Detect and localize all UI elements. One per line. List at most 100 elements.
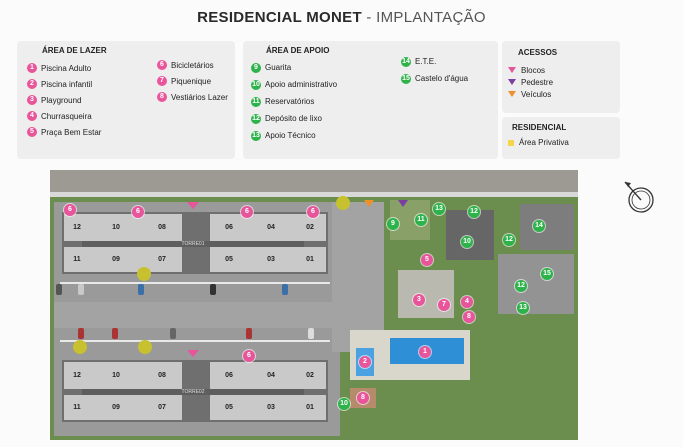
car [138, 284, 144, 295]
parking-line [60, 340, 330, 342]
legend-acessos-list: Blocos Pedestre Veículos [508, 64, 553, 100]
legend-item: 12 Depósito de lixo [251, 110, 337, 127]
support-building [446, 210, 494, 260]
car [210, 284, 216, 295]
map-pin-4: 4 [461, 296, 473, 308]
access-veiculos-icon [364, 200, 374, 207]
map-pin-11: 11 [415, 214, 427, 226]
map-pin-14: 14 [533, 220, 545, 232]
legend-lazer-title: ÁREA DE LAZER [42, 46, 107, 55]
ete-area [520, 204, 574, 250]
unit: 09 [90, 247, 142, 272]
unit: 11 [64, 247, 90, 272]
legend-number: 5 [27, 127, 37, 137]
unit: 06 [210, 362, 248, 389]
map-pin-6: 6 [243, 350, 255, 362]
map-pin-1: 1 [419, 346, 431, 358]
map-pin-13: 13 [433, 203, 445, 215]
unit: 07 [142, 395, 182, 420]
parking-line [60, 282, 330, 284]
unit: 10 [90, 362, 142, 389]
legend-number: 4 [27, 111, 37, 121]
car [282, 284, 288, 295]
car [170, 328, 176, 339]
legend-label: Apoio administrativo [265, 80, 338, 89]
legend-item: Blocos [508, 64, 553, 76]
legend-item: 2 Piscina infantil [27, 76, 101, 92]
legend-item: 5 Praça Bem Estar [27, 124, 101, 140]
legend-number: 10 [251, 79, 261, 90]
legend-label: Apoio Técnico [265, 131, 316, 140]
legend-label: Piquenique [171, 76, 212, 86]
unit: 02 [294, 362, 326, 389]
map-pin-2: 2 [359, 356, 371, 368]
page-title: RESIDENCIAL MONET - IMPLANTAÇÃO [0, 9, 683, 26]
map-pin-8: 8 [463, 311, 475, 323]
legend-apoio-title: ÁREA DE APOIO [266, 46, 330, 55]
tower-2-label: TORRE02 [82, 389, 304, 395]
car [78, 284, 84, 295]
playground-area [398, 270, 454, 318]
access-pedestre-icon [398, 200, 408, 207]
map-pin-12: 12 [468, 206, 480, 218]
legend-number: 9 [251, 62, 261, 73]
unit: 12 [64, 362, 90, 389]
unit: 02 [294, 214, 326, 241]
map-pin-10: 10 [338, 398, 350, 410]
legend-label: Churrasqueira [41, 111, 92, 121]
map-pin-6: 6 [132, 206, 144, 218]
car [78, 328, 84, 339]
unit: 04 [248, 362, 294, 389]
legend-lazer-panel: ÁREA DE LAZER 1 Piscina Adulto 2 Piscina i… [17, 41, 235, 159]
tower-1-label: TORRE01 [82, 241, 304, 247]
tree [138, 340, 152, 354]
legend-number: 3 [27, 95, 37, 105]
legend-label: Bicicletários [171, 60, 214, 70]
unit: 01 [294, 395, 326, 420]
legend-number: 2 [27, 79, 37, 89]
legend-label: Piscina Adulto [41, 63, 92, 73]
legend-number: 15 [401, 73, 411, 84]
tree [73, 340, 87, 354]
access-blocos-icon [187, 202, 199, 209]
legend-number: 8 [157, 92, 167, 102]
tree [336, 196, 350, 210]
unit: 10 [90, 214, 142, 241]
legend-number: 1 [27, 63, 37, 73]
map-pin-8: 8 [357, 392, 369, 404]
car [246, 328, 252, 339]
legend-item: 1 Piscina Adulto [27, 60, 101, 76]
water-tower-area [498, 254, 574, 314]
legend-label: E.T.E. [415, 57, 437, 66]
legend-label: Área Privativa [519, 138, 569, 147]
square-icon [508, 139, 514, 146]
legend-label: Piscina infantil [41, 79, 93, 89]
legend-item: 3 Playground [27, 92, 101, 108]
compass-icon [622, 178, 658, 214]
legend-label: Guarita [265, 63, 292, 72]
legend-label: Reservatórios [265, 97, 315, 106]
map-pin-6: 6 [241, 206, 253, 218]
map-pin-12: 12 [515, 280, 527, 292]
legend-number: 12 [251, 113, 261, 124]
legend-label: Praça Bem Estar [41, 127, 102, 137]
legend-acessos-title: ACESSOS [518, 48, 558, 57]
legend-item: 10 Apoio administrativo [251, 76, 337, 93]
legend-label: Playground [41, 95, 82, 105]
unit: 09 [90, 395, 142, 420]
legend-residencial-title: RESIDENCIAL [512, 123, 567, 132]
legend-label: Depósito de lixo [265, 114, 322, 123]
map-pin-9: 9 [387, 218, 399, 230]
access-blocos-icon [187, 350, 199, 357]
map-pin-5: 5 [421, 254, 433, 266]
map-pin-10: 10 [461, 236, 473, 248]
unit: 06 [210, 214, 248, 241]
legend-label: Vestiários Lazer [171, 92, 228, 102]
map-pin-7: 7 [438, 299, 450, 311]
